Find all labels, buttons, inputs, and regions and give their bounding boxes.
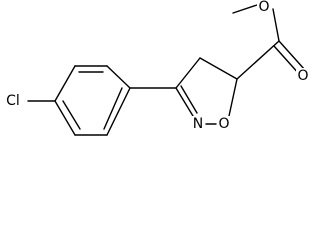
carbonyl-oxygen-label-background [296,68,310,84]
ring-oxygen-atom-label: O [218,116,229,132]
chemical-structure-drawing: Cl N O O O [3,0,310,136]
ester-oxygen-atom-label: O [258,0,269,15]
ring-nitrogen-label-background [192,116,204,132]
bond-carbonyl-double-1 [278,40,306,71]
bond-c3-n-double-2 [180,85,198,114]
bond-c3-n-double-1 [175,87,194,117]
bond-benzene-6 [106,87,131,136]
ring-oxygen-label-background [218,116,230,132]
bond-carbonyl-carbon-c5 [236,40,280,80]
bond-ester-oxygen-carbonyl-carbon [272,8,280,42]
carbonyl-oxygen-atom-label: O [297,68,308,84]
bond-o-c5 [228,78,238,117]
bond-benzene-4 [54,100,76,136]
bond-benzene-inner-3 [103,87,123,130]
ester-oxygen-label-background [257,0,271,15]
chlorine-atom-label: Cl [6,93,20,109]
bond-benzene-3 [54,65,76,102]
bond-methyl-ester-oxygen [232,4,258,14]
bond-carbonyl-double-2 [273,45,301,76]
bond-benzene-1 [106,65,131,89]
bond-c4-c3 [175,57,201,89]
bond-c5-c4 [199,57,238,80]
chlorine-label-background [3,93,23,109]
ring-nitrogen-atom-label: N [193,116,203,132]
bond-benzene-inner-2 [62,100,81,130]
